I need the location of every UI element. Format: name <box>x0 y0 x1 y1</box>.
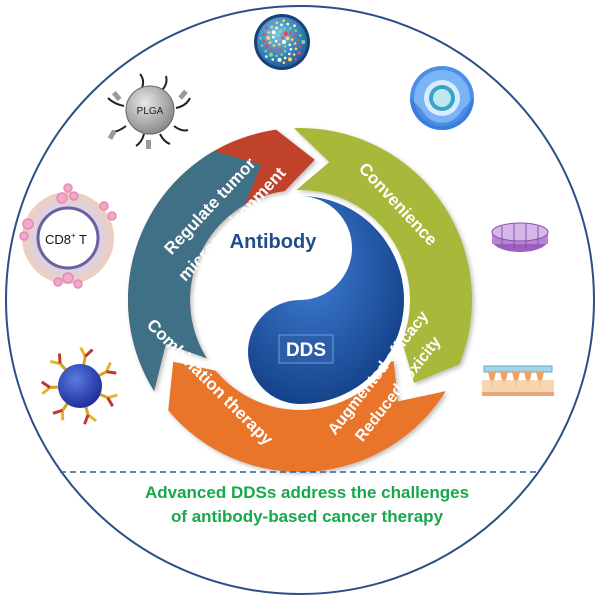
nanosphere-dot <box>297 38 300 42</box>
nanosphere-dot <box>297 50 301 55</box>
nanosphere-dot <box>277 57 282 62</box>
antibody-label: Antibody <box>230 231 318 253</box>
nanosphere-dot <box>283 31 288 36</box>
ring-diagram <box>128 128 472 473</box>
nanosphere-dot <box>289 48 293 51</box>
nanosphere-dot <box>293 34 297 37</box>
nanosphere-dot <box>293 42 297 45</box>
nanosphere-dot <box>274 39 278 43</box>
nanosphere-dot <box>301 40 306 44</box>
nanosphere-dot <box>283 27 286 30</box>
antibody-nanoparticle-icon <box>40 346 118 425</box>
nanosphere-dot <box>265 44 269 49</box>
nanosphere-dot <box>282 61 286 64</box>
cd8-cell-label: CD8+ T <box>45 231 87 247</box>
nanosphere-dot <box>283 49 287 53</box>
nanosphere-dot <box>288 52 291 56</box>
nanosphere-dot <box>260 44 264 47</box>
nanosphere-dot <box>272 35 275 39</box>
ring-segment-convenience <box>293 128 472 383</box>
nanosphere-dot <box>280 53 283 56</box>
nanosphere-dot <box>274 49 278 53</box>
plga-label: PLGA <box>137 106 164 117</box>
nanosphere-dot <box>278 47 282 51</box>
antibody-arm <box>40 380 61 396</box>
cd8-t-cell-icon: CD8+ T <box>19 183 117 289</box>
nanosphere-dot <box>271 30 276 35</box>
nanosphere-dot <box>285 36 290 41</box>
nanosphere-dot <box>265 26 268 30</box>
nanosphere-dot <box>283 56 287 60</box>
nanosphere-dot <box>277 33 280 37</box>
nanosphere-dot <box>288 27 292 30</box>
nanosphere-dot <box>275 26 278 30</box>
nanosphere-dot <box>288 43 292 47</box>
nanosphere-dot <box>268 41 272 44</box>
microneedle-patch-icon <box>482 365 554 396</box>
nanosphere-dot <box>272 44 276 47</box>
liposome-icon <box>410 66 474 130</box>
nanosphere-icon <box>254 14 310 70</box>
plga-nanoparticle-icon: PLGA <box>107 73 191 149</box>
nanosphere-dot <box>280 23 283 27</box>
nanosphere-dot <box>269 48 273 52</box>
dds-label-box <box>278 334 334 364</box>
nanosphere-dot <box>266 36 271 40</box>
hydrogel-icon <box>491 222 549 252</box>
ring-segment-augmented-efficacy <box>168 358 446 473</box>
nanosphere-dot <box>298 44 302 48</box>
nanosphere-dot <box>282 19 286 22</box>
nanosphere-dot <box>270 25 273 29</box>
ring-segment-combination-therapy <box>128 151 262 392</box>
nanosphere-dot <box>294 47 298 51</box>
nanosphere-dot <box>262 33 266 36</box>
nanosphere-dot <box>263 39 266 43</box>
nanosphere-dot <box>271 58 275 61</box>
nanosphere-dot <box>278 28 283 33</box>
nanosphere-dot <box>289 31 292 35</box>
nanosphere-dot <box>264 49 267 53</box>
caption-line-2: of antibody-based cancer therapy <box>171 507 444 526</box>
dds-label: DDS <box>286 340 326 361</box>
nanosphere-dot <box>259 37 262 40</box>
outer-circle <box>5 5 595 595</box>
nanosphere-dot <box>282 40 286 44</box>
nanosphere-dot <box>290 38 294 41</box>
nanosphere-dot <box>292 53 296 56</box>
nanosphere-dot <box>294 57 297 61</box>
nanosphere-dot <box>299 34 302 37</box>
nanosphere-dot <box>268 52 273 57</box>
nanosphere-dot <box>265 55 268 58</box>
nanosphere-dot <box>294 29 298 32</box>
nanosphere-dot <box>281 36 284 39</box>
nanosphere-dot <box>293 24 296 28</box>
caption-line-1: Advanced DDSs address the challenges <box>145 483 469 502</box>
nanosphere-dot <box>286 22 290 26</box>
nanosphere-dot <box>288 57 292 62</box>
nanosphere-dot <box>283 44 287 48</box>
nanosphere-dot <box>275 54 278 58</box>
nanosphere-dot <box>275 21 279 25</box>
nanosphere-dot <box>267 31 270 34</box>
nanosphere-dot <box>278 43 281 46</box>
